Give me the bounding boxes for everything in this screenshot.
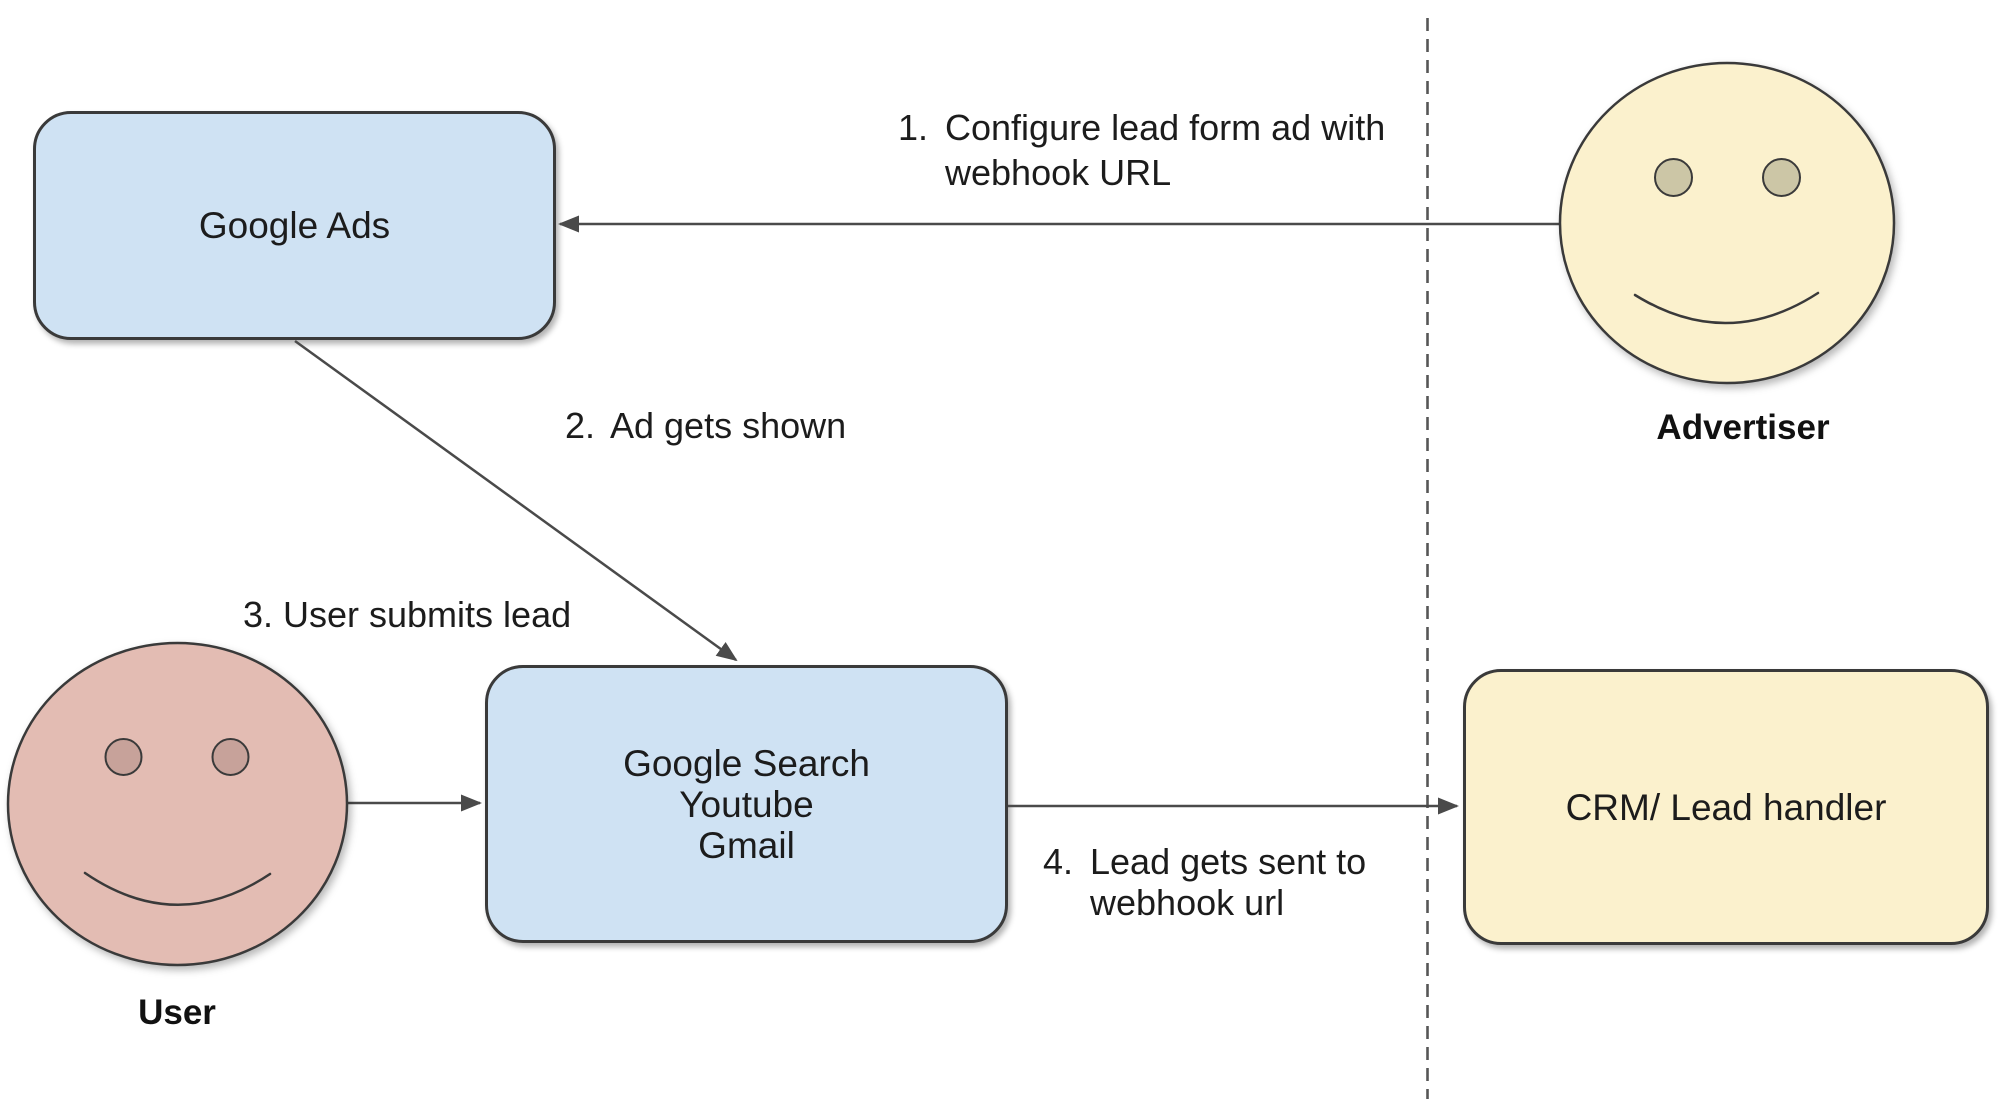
advertiser-label: Advertiser [1656,408,1830,447]
step3-label: 3. User submits lead [243,592,571,637]
step2-label: 2. Ad gets shown [565,403,846,448]
node-crm-lead-handler: CRM/ Lead handler [1463,669,1989,945]
surface-line-youtube: Youtube [679,783,814,825]
user-smiley-face-icon [6,641,349,967]
step3-text: User submits lead [283,594,572,635]
step3-number: 3. [243,594,274,635]
node-google-surfaces-label: Google Search Youtube Gmail [623,743,870,866]
step1-label: 1. Configure lead form ad with webhook U… [898,105,1385,195]
advertiser-smiley-face-icon [1558,61,1896,385]
step1-text-line1: Configure lead form ad with [945,107,1386,148]
step1-text: Configure lead form ad with webhook URL [945,105,1385,195]
node-google-ads-label: Google Ads [198,205,391,246]
step2-number: 2. [565,405,596,446]
user-right-eye [211,738,250,776]
step2-text: Ad gets shown [610,405,847,446]
node-crm-label: CRM/ Lead handler [1565,786,1887,828]
advertiser-right-eye [1762,158,1801,197]
node-google-surfaces: Google Search Youtube Gmail [485,665,1008,943]
user-left-eye [104,738,143,776]
step1-number: 1. [898,107,929,148]
advertiser-smile [1633,291,1820,325]
step4-label: 4. Lead gets sent to webhook url [1043,841,1366,923]
step4-text-line2: webhook url [1090,882,1285,923]
user-smile [83,871,272,906]
user-label: User [138,993,216,1032]
user-face [6,641,349,967]
step4-text: Lead gets sent to webhook url [1090,841,1366,923]
advertiser-face [1558,61,1896,385]
surface-line-google-search: Google Search [623,742,870,784]
step1-text-line2: webhook URL [945,152,1172,193]
node-google-ads: Google Ads [33,111,556,340]
surface-line-gmail: Gmail [698,824,795,866]
advertiser-left-eye [1654,158,1693,197]
step4-number: 4. [1043,841,1074,882]
step4-text-line1: Lead gets sent to [1090,841,1367,882]
